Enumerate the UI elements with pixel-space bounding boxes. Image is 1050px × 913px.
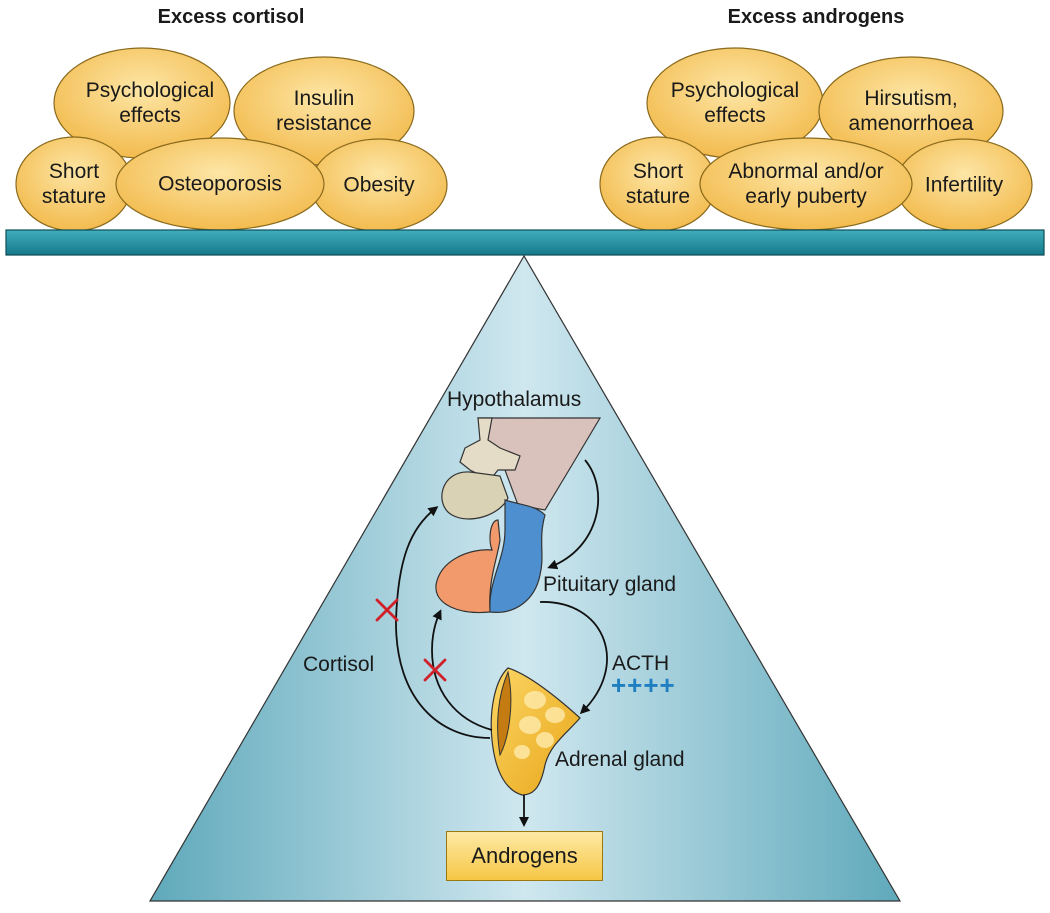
acth-plus-marks: ++++ bbox=[611, 670, 676, 700]
label-obesity: Obesity bbox=[343, 173, 415, 197]
hypothalamus-icon bbox=[441, 417, 602, 520]
label-cortisol: Cortisol bbox=[303, 653, 375, 676]
pituitary-gland-icon bbox=[435, 499, 546, 614]
label-osteoporosis: Osteoporosis bbox=[158, 172, 282, 196]
label-hirsutism: Hirsutism, amenorrhoea bbox=[848, 87, 974, 135]
label-psychological-right: Psychological effects bbox=[670, 79, 800, 127]
cortisol-feedback-pituitary-arrow bbox=[431, 609, 493, 731]
title-excess-androgens: Excess androgens bbox=[727, 6, 905, 28]
left-effects-group bbox=[15, 47, 448, 232]
label-psychological-left: Psychological effects bbox=[85, 79, 215, 127]
label-acth: ACTH bbox=[612, 652, 670, 675]
label-short-stature-left: Short stature bbox=[41, 160, 107, 208]
inhibition-cross-lower bbox=[423, 658, 447, 682]
label-short-stature-right: Short stature bbox=[625, 160, 691, 208]
label-androgens: Androgens bbox=[471, 843, 578, 868]
label-pituitary-gland: Pituitary gland bbox=[543, 573, 677, 596]
title-excess-cortisol: Excess cortisol bbox=[157, 6, 305, 28]
label-adrenal-gland: Adrenal gland bbox=[555, 748, 685, 771]
label-insulin-resistance: Insulin resistance bbox=[276, 87, 372, 135]
label-hypothalamus: Hypothalamus bbox=[447, 388, 582, 411]
label-puberty: Abnormal and/or early puberty bbox=[728, 160, 884, 208]
balance-beam bbox=[5, 229, 1045, 256]
label-infertility: Infertility bbox=[924, 173, 1004, 197]
inhibition-cross-upper bbox=[375, 598, 399, 622]
right-effects-group bbox=[599, 47, 1033, 232]
adrenal-gland-icon bbox=[490, 667, 581, 796]
androgens-box: Androgens bbox=[446, 831, 603, 881]
pituitary-to-adrenal-arrow bbox=[539, 601, 608, 715]
hypothalamus-to-pituitary-arrow bbox=[547, 459, 599, 570]
